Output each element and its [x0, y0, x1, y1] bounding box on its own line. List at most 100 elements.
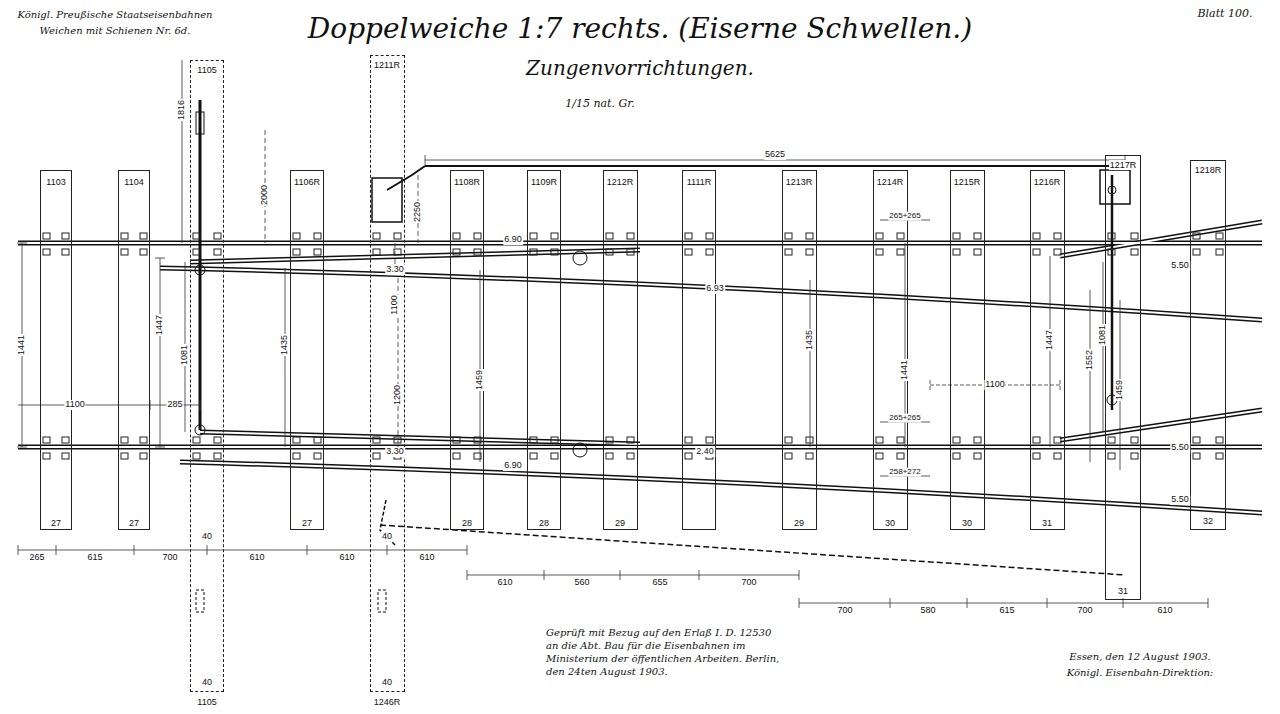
- dimension-value: 2.40: [695, 447, 715, 457]
- drawing-stroke: [880, 220, 930, 476]
- drawing-stroke: [18, 222, 1262, 513]
- tie-plate: [193, 233, 200, 239]
- tie-plate: [785, 233, 792, 239]
- dimension-value: 610: [338, 553, 355, 563]
- dimension-value: 615: [998, 606, 1015, 616]
- sleeper-row: 1211R: [371, 60, 404, 71]
- tie-plate: [876, 453, 883, 459]
- dimension-lines: [17, 60, 1208, 608]
- sleeper-row: 29: [783, 518, 816, 529]
- dimension-value: 2000: [260, 184, 270, 206]
- tie-plate: [974, 453, 981, 459]
- tie-plate: [43, 437, 50, 443]
- dimension-value: 610: [496, 578, 513, 588]
- switch-rods: [195, 100, 1130, 612]
- sleeper: 1217R31: [1105, 155, 1141, 600]
- sleeper-number: 1212R: [606, 177, 635, 187]
- dimension-value: 700: [161, 553, 178, 563]
- tie-plate: [394, 437, 401, 443]
- sleeper-number: 1216R: [1033, 177, 1062, 187]
- drawing-stroke: [18, 445, 1262, 450]
- drawing-stroke: [160, 268, 1262, 320]
- dimension-value: 5.50: [1170, 261, 1190, 271]
- drawing-stroke: [18, 242, 1262, 244]
- drawing-stroke: [1050, 256, 1051, 447]
- tie-plate: [293, 249, 300, 255]
- dimension-value: 1100: [64, 400, 85, 410]
- tie-plate: [314, 453, 321, 459]
- sleeper-row: 40: [371, 677, 404, 688]
- tie-plate: [1193, 249, 1200, 255]
- tie-plate: [293, 233, 300, 239]
- tie-plate: [953, 233, 960, 239]
- tie-plate: [121, 437, 128, 443]
- tie-plate: [1054, 233, 1061, 239]
- tie-plate: [214, 233, 221, 239]
- tie-plate: [43, 233, 50, 239]
- tie-plate: [193, 437, 200, 443]
- drawing-stroke: [1060, 222, 1262, 256]
- tie-plate: [806, 453, 813, 459]
- sleeper: 1211R40401246R: [370, 55, 405, 692]
- tie-plate: [627, 233, 634, 239]
- sleeper-number: 30: [884, 518, 896, 528]
- tie-plate: [1131, 233, 1138, 239]
- tie-plate: [43, 249, 50, 255]
- drawing-stroke: [1090, 290, 1091, 462]
- dimension-value: 6.90: [503, 235, 523, 245]
- drawing-stroke: [160, 268, 1262, 320]
- drawing-stroke: [425, 165, 1125, 167]
- sleeper-number: 1105: [196, 697, 217, 707]
- tie-plate: [1054, 453, 1061, 459]
- tie-plate: [1033, 437, 1040, 443]
- dimension-value: 655: [651, 578, 668, 588]
- tie-plate: [1108, 437, 1115, 443]
- sleeper-row: 1103: [41, 177, 71, 188]
- drawing-stroke: [18, 545, 467, 555]
- sleeper-number: 28: [538, 518, 550, 528]
- dimension-value: 1435: [280, 334, 290, 356]
- drawing-stroke: [378, 590, 386, 612]
- tie-plate: [897, 453, 904, 459]
- sleeper-row: 1217R: [1106, 160, 1140, 171]
- tie-plate: [214, 453, 221, 459]
- tie-plate: [806, 437, 813, 443]
- sleeper-row: 32: [1191, 516, 1225, 527]
- tie-plate: [1193, 437, 1200, 443]
- sleeper-number: 1211R: [373, 60, 401, 70]
- sheet-note: Geprüft mit Bezug auf den Erlaß I. D. 12…: [545, 626, 782, 678]
- drawing-stroke: [18, 400, 200, 410]
- drawing-stroke: [190, 250, 640, 262]
- tie-plate: [140, 249, 147, 255]
- dimension-value: 1435: [805, 329, 815, 351]
- dimension-value: 615: [86, 553, 103, 563]
- tie-plate: [1108, 233, 1115, 239]
- dimension-value: 610: [1156, 606, 1173, 616]
- sleeper-row: 30: [874, 518, 907, 529]
- tie-plate: [606, 437, 613, 443]
- sleeper-number: 1218R: [1194, 165, 1223, 175]
- sleeper-number: 27: [301, 518, 313, 528]
- tie-plate: [806, 249, 813, 255]
- tie-plate: [1054, 437, 1061, 443]
- sleeper-number: 40: [201, 531, 213, 541]
- dimension-value: 1441: [900, 359, 910, 381]
- tie-plate: [1216, 437, 1223, 443]
- dimension-value: 285: [166, 400, 183, 410]
- tie-plate: [140, 437, 147, 443]
- dimension-value: 1081: [180, 344, 190, 366]
- sleeper: 1215R30: [950, 170, 985, 530]
- sleeper-number: 1111R: [686, 177, 713, 187]
- tie-plate: [121, 249, 128, 255]
- tie-plate: [1108, 453, 1115, 459]
- tie-plate: [121, 453, 128, 459]
- tie-plate: [62, 437, 69, 443]
- tie-plate: [1193, 233, 1200, 239]
- tie-plate: [627, 249, 634, 255]
- drawing-stroke: [182, 60, 183, 243]
- dimension-value: 6.90: [503, 461, 523, 471]
- dimension-value: 265+265: [888, 414, 921, 423]
- tie-plate: [530, 437, 537, 443]
- sleeper: 1212R29: [603, 170, 638, 530]
- tie-plate: [474, 437, 481, 443]
